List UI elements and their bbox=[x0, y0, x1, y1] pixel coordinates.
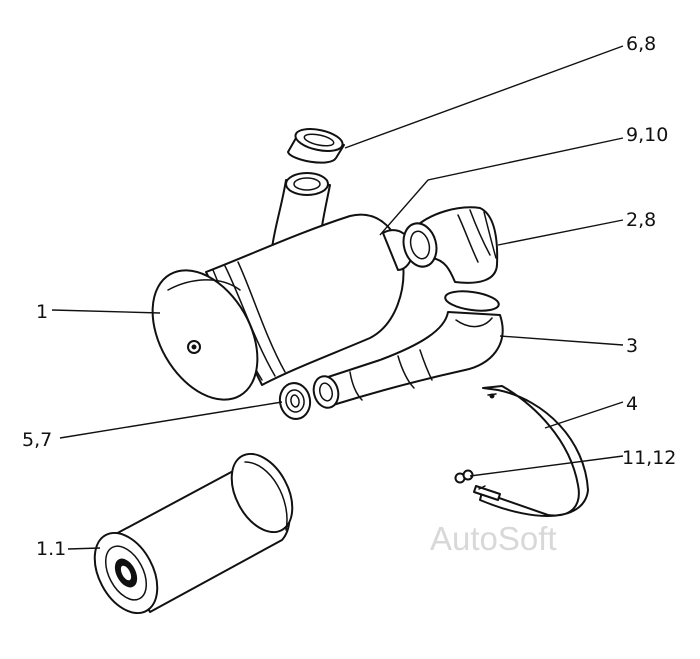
filter-element bbox=[93, 452, 294, 615]
callout-1-1: 1.1 bbox=[36, 538, 66, 560]
callout-labels: 1 1.1 2,8 3 4 5,7 6,8 9,10 11,12 bbox=[22, 33, 676, 560]
hose-clamp-ring bbox=[312, 375, 340, 409]
callout-9-10: 9,10 bbox=[626, 124, 668, 146]
mounting-strap bbox=[479, 385, 589, 517]
callout-3: 3 bbox=[626, 335, 638, 357]
grommet-5-7 bbox=[278, 382, 312, 420]
elbow-hose bbox=[402, 206, 499, 284]
callout-4: 4 bbox=[626, 393, 638, 415]
callout-1: 1 bbox=[36, 301, 48, 323]
callout-6-8: 6,8 bbox=[626, 33, 656, 55]
autosoft-watermark: AutoSoft bbox=[430, 520, 557, 557]
callout-11-12: 11,12 bbox=[622, 447, 676, 469]
callout-2-8: 2,8 bbox=[626, 209, 656, 231]
callout-5-7: 5,7 bbox=[22, 429, 52, 451]
air-filter-housing bbox=[151, 172, 414, 401]
fasteners-11-12 bbox=[454, 469, 501, 501]
leader-lines bbox=[51, 45, 624, 550]
intake-hose bbox=[324, 290, 504, 406]
intake-cap bbox=[287, 128, 345, 164]
